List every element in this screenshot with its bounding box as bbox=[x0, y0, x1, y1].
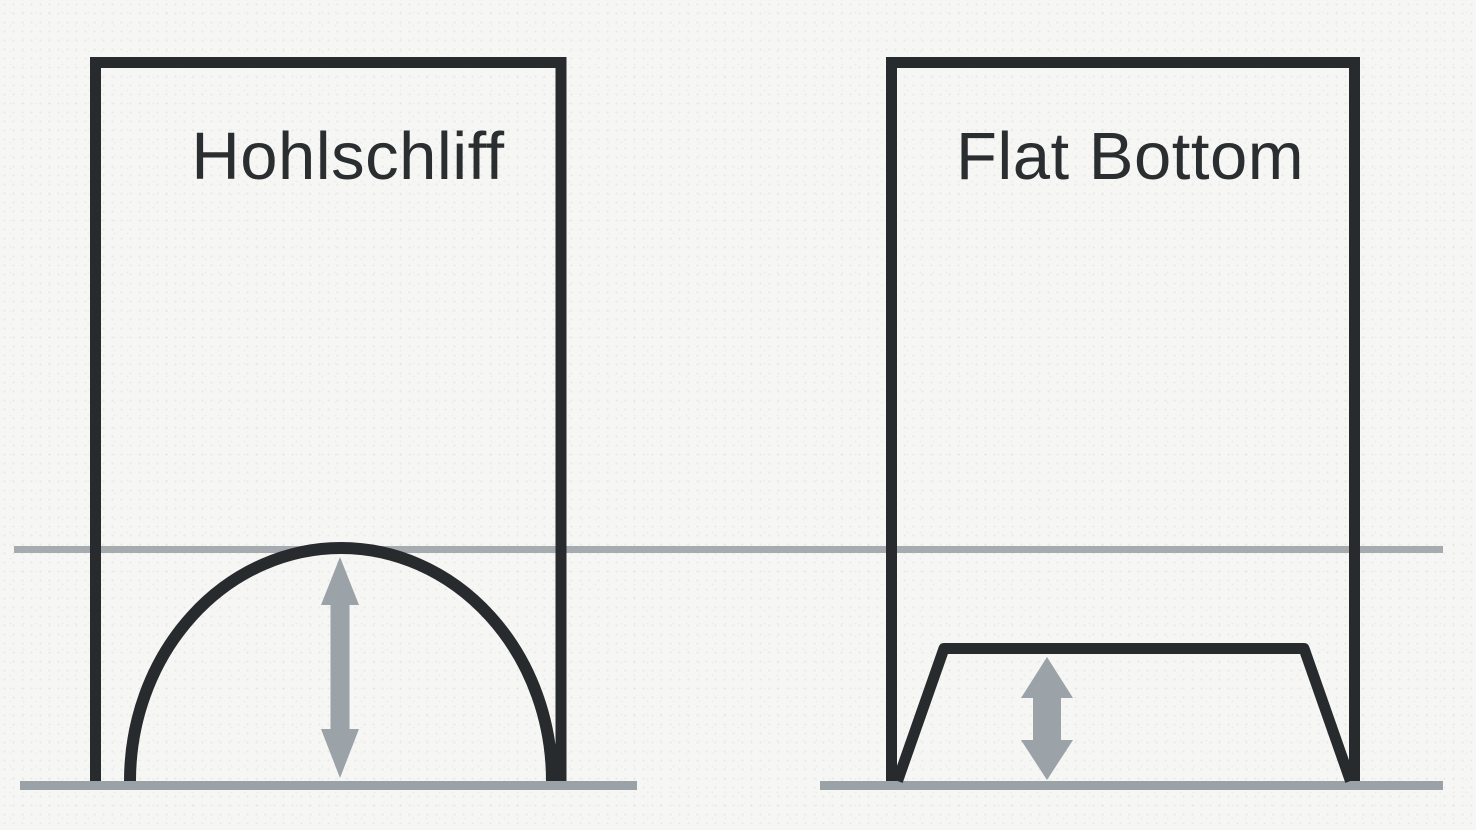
punt-depth-arrow-icon bbox=[321, 557, 359, 778]
fill-level-line bbox=[14, 546, 1443, 553]
flat-bottom-trapezoid bbox=[892, 643, 1356, 783]
flat-depth-arrow-icon bbox=[1021, 657, 1073, 780]
left-bottle-outline bbox=[90, 57, 567, 781]
ground-line-right bbox=[820, 781, 1443, 790]
right-panel-label: Flat Bottom bbox=[955, 119, 1305, 194]
left-panel-label: Hohlschliff bbox=[191, 119, 505, 194]
ground-line-left bbox=[20, 781, 637, 790]
hollow-ground-dome bbox=[124, 542, 558, 782]
right-bottle-outline bbox=[886, 57, 1360, 781]
